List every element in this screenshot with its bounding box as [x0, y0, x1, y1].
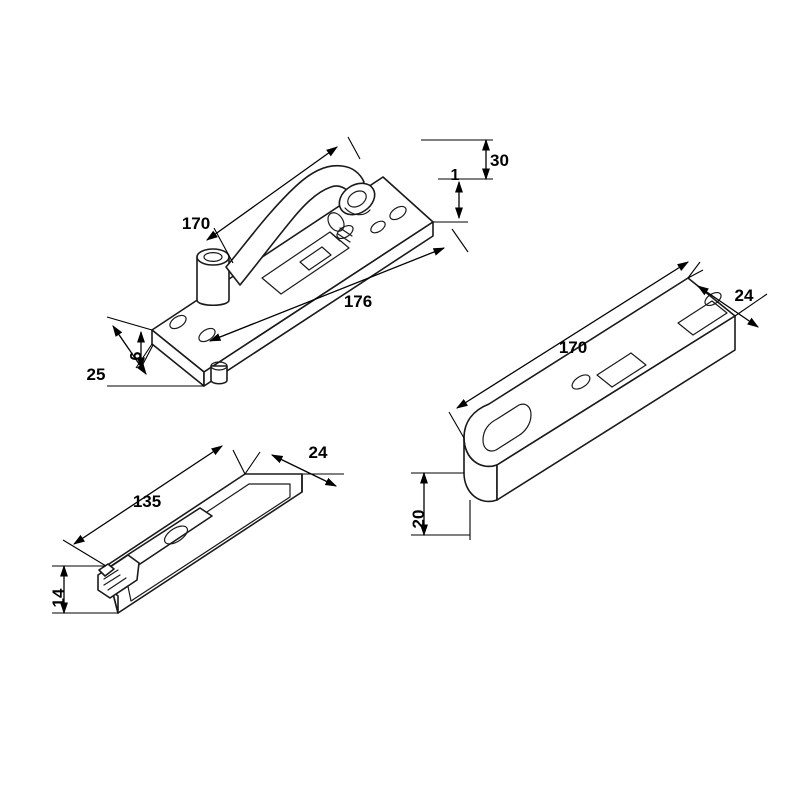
dimension-24-right: 24 — [687, 261, 768, 328]
dimension-135: 135 — [62, 445, 246, 567]
channel-rail-end-block-detail — [103, 569, 127, 591]
part-strike-plate: 170 24 20 — [409, 261, 768, 540]
hinge-screw-hole-1 — [169, 314, 187, 330]
dimension-170-right: 170 — [448, 261, 704, 439]
dimension-20: 20 — [409, 471, 470, 537]
dimension-label-170-top: 170 — [182, 214, 210, 233]
dimension-30: 30 — [421, 138, 509, 181]
dimension-label-1: 1 — [451, 167, 460, 184]
part-channel-rail: 135 24 14 — [49, 443, 344, 615]
dimension-label-135: 135 — [133, 492, 161, 511]
dimension-14: 14 — [49, 564, 118, 615]
dimension-label-24-right: 24 — [735, 286, 754, 305]
dimension-label-14: 14 — [49, 588, 68, 607]
dimension-label-24-left: 24 — [309, 443, 328, 462]
hinge-screw-hole-3 — [389, 205, 407, 221]
dimension-label-20: 20 — [409, 510, 428, 529]
hinge-knuckle-shadow — [344, 207, 371, 216]
dimension-label-170-right: 170 — [559, 338, 587, 357]
hinge-bottom-pin-top — [210, 361, 228, 371]
dimension-1: 1 — [433, 167, 468, 223]
hinge-pivot-barrel-top — [196, 248, 230, 266]
hinge-knuckle-bore — [347, 190, 367, 208]
dimension-6: 6 — [128, 330, 154, 370]
part-pivot-hinge-assembly: 170 30 1 176 — [87, 136, 509, 387]
hinge-knuckle — [338, 182, 376, 216]
dimension-label-176: 176 — [344, 292, 372, 311]
dimension-170-top: 170 — [182, 136, 361, 264]
strike-plate-nose-slot — [482, 403, 532, 452]
hinge-screw-hole-4 — [370, 220, 386, 234]
dimension-label-30: 30 — [490, 151, 509, 170]
dimension-label-6: 6 — [128, 351, 145, 360]
dimension-label-25: 25 — [87, 365, 106, 384]
hinge-washer-hatch — [337, 227, 353, 243]
channel-rail-groove — [123, 483, 291, 602]
dimension-24-left: 24 — [244, 443, 344, 487]
hinge-bottom-pin — [210, 365, 228, 385]
